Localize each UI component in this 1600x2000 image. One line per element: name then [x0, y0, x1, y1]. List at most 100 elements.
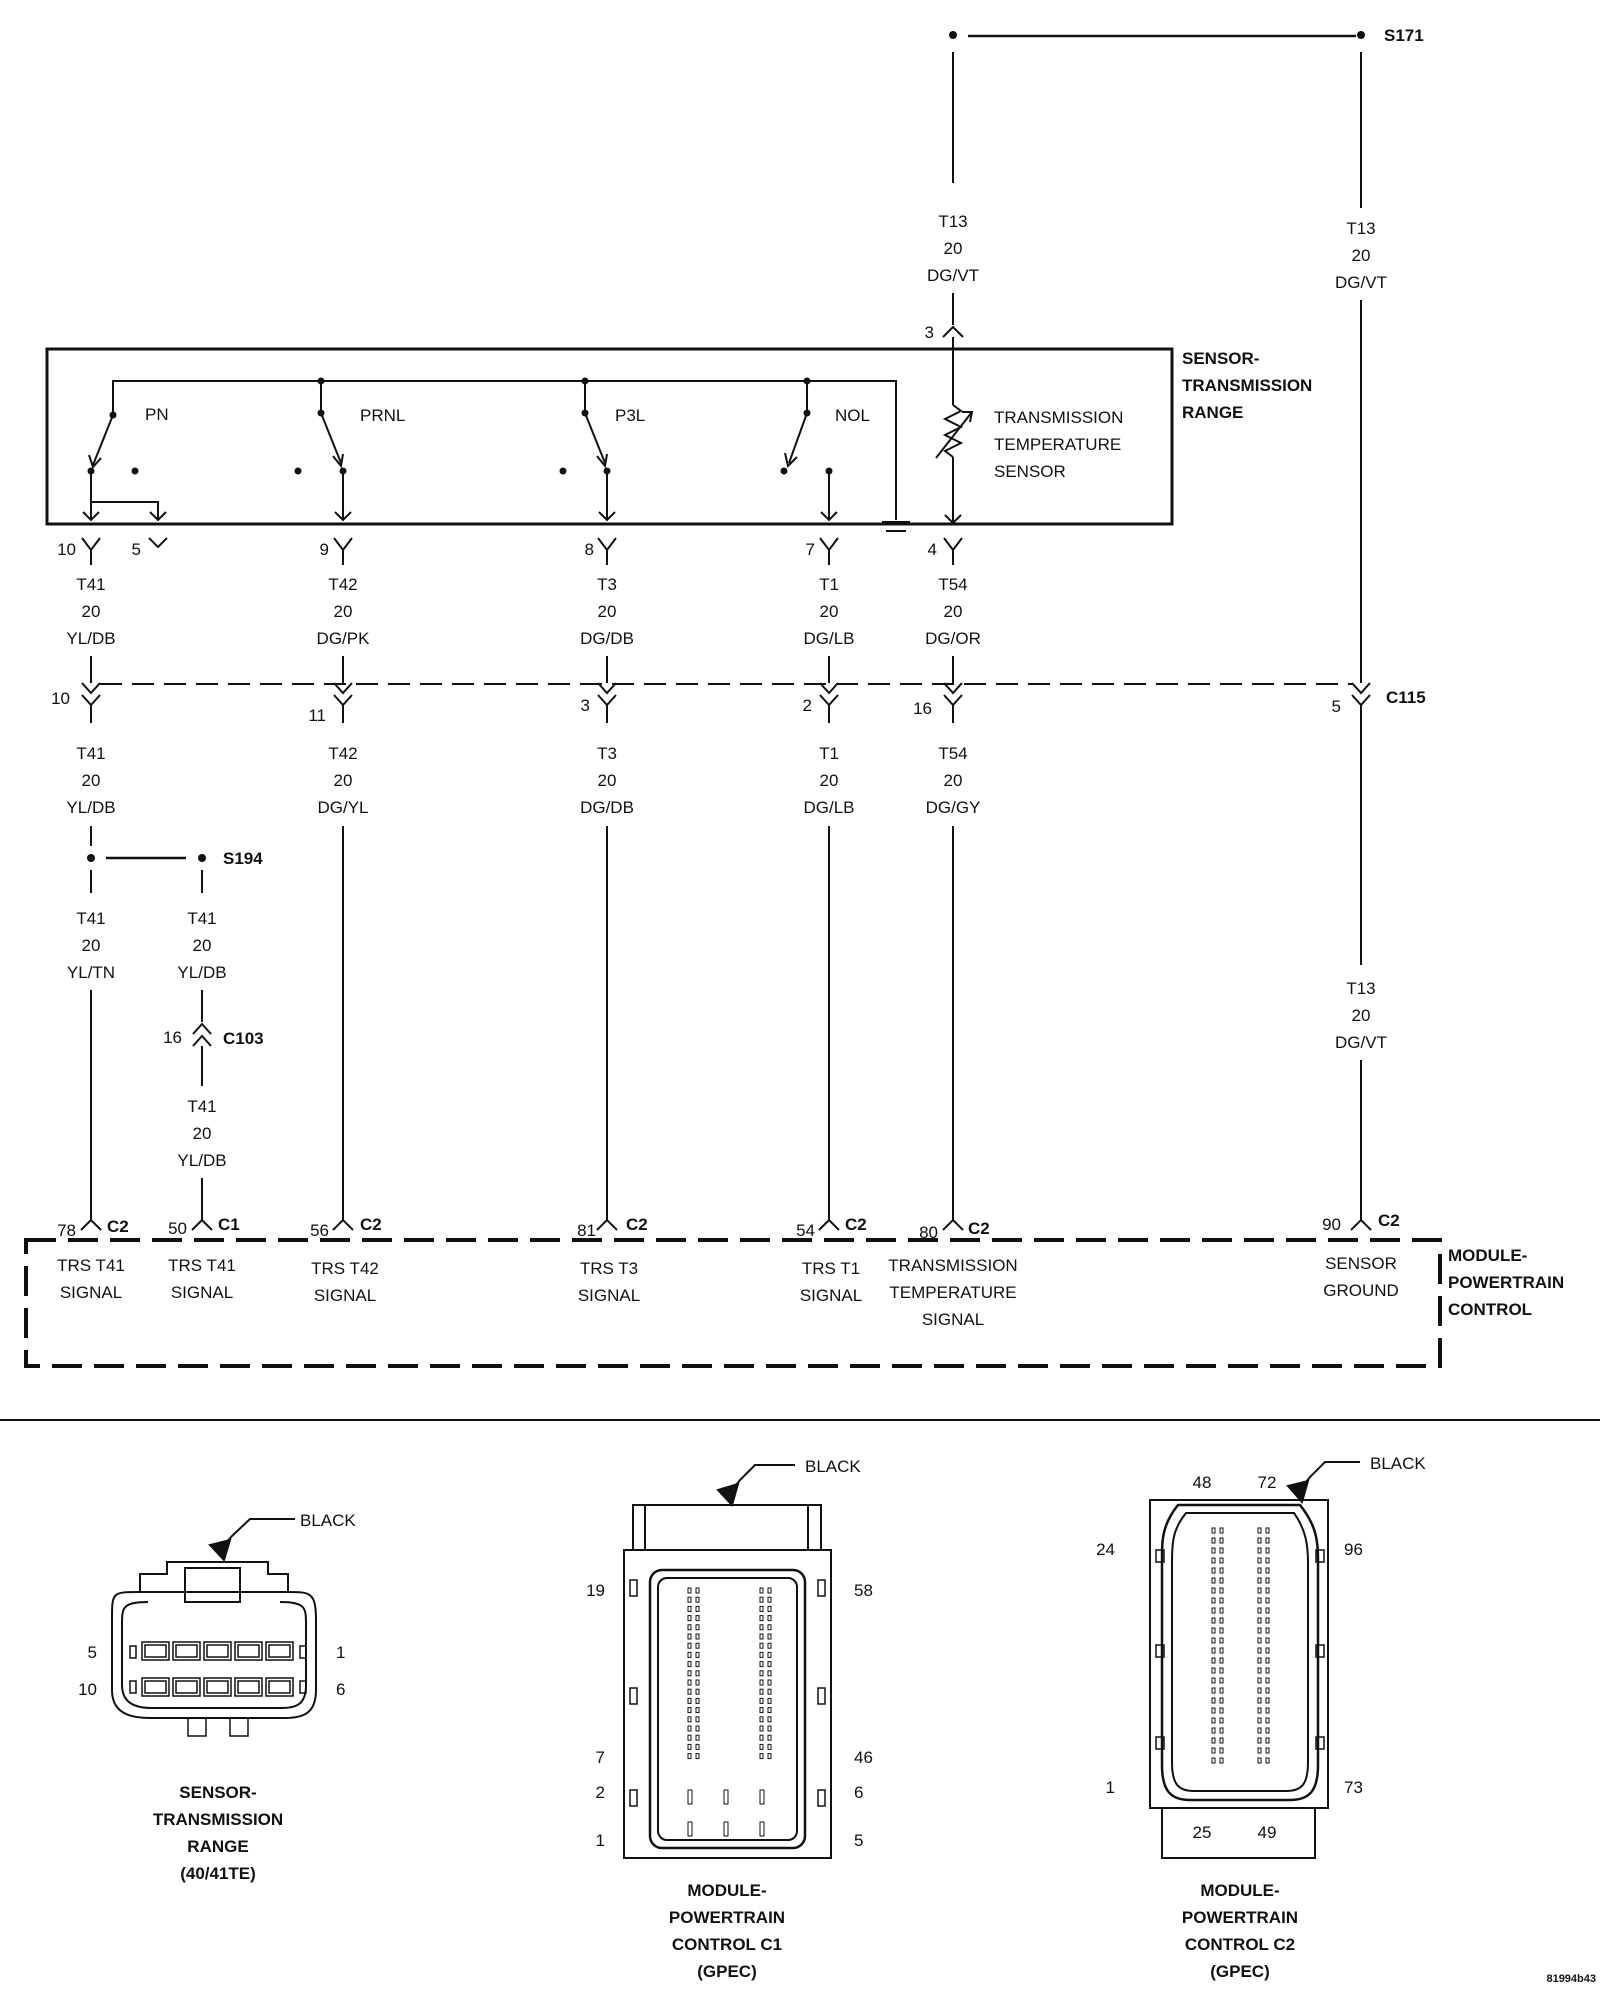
- pin-cavity: [1211, 1557, 1216, 1564]
- pin-cavity: [695, 1716, 700, 1723]
- pin-cavity: [1257, 1557, 1262, 1564]
- svg-text:20: 20: [193, 936, 212, 955]
- module-powertrain-control: 78 C2 50 C1 56 C2 81 C2 54 C2 80 C2 TRS …: [24, 1215, 1564, 1368]
- svg-text:TRS T1: TRS T1: [802, 1259, 860, 1278]
- pin-cavity: [1219, 1617, 1224, 1624]
- svg-text:GROUND: GROUND: [1323, 1281, 1399, 1300]
- svg-text:72: 72: [1258, 1473, 1277, 1492]
- pin-cavity: [1211, 1637, 1216, 1644]
- pin-cavity: [687, 1615, 692, 1622]
- pin-cavity: [695, 1725, 700, 1732]
- svg-text:TEMPERATURE: TEMPERATURE: [994, 435, 1121, 454]
- pin-cavity: [1219, 1727, 1224, 1734]
- svg-text:T41: T41: [76, 744, 105, 763]
- splice-s194: S194 T41 20 YL/TN T41 20 YL/DB: [67, 849, 263, 1220]
- pin-cavity: [1211, 1707, 1216, 1714]
- pin-cavity: [759, 1688, 764, 1695]
- pin-cavity: [1211, 1737, 1216, 1744]
- pin-cavity: [687, 1605, 692, 1612]
- pin-cavity: [687, 1789, 693, 1805]
- svg-text:78: 78: [57, 1221, 76, 1240]
- svg-text:20: 20: [82, 771, 101, 790]
- svg-text:20: 20: [598, 602, 617, 621]
- svg-text:S194: S194: [223, 849, 263, 868]
- pin-cavity: [767, 1734, 772, 1741]
- svg-text:49: 49: [1258, 1823, 1277, 1842]
- svg-text:3: 3: [581, 696, 590, 715]
- pin-cavity: [1257, 1757, 1262, 1764]
- pin-cavity: [759, 1697, 764, 1704]
- pin-cavity: [1257, 1637, 1262, 1644]
- pin-cavity: [759, 1789, 765, 1805]
- sensor-pins: 10 5 9 8 7 4: [57, 537, 963, 565]
- pin-cavity: [759, 1651, 764, 1658]
- svg-text:20: 20: [82, 602, 101, 621]
- pin-cavity: [759, 1633, 764, 1640]
- svg-text:46: 46: [854, 1748, 873, 1767]
- svg-text:C2: C2: [1378, 1211, 1400, 1230]
- pin-cavity: [687, 1587, 692, 1594]
- svg-text:C103: C103: [223, 1029, 264, 1048]
- svg-text:T3: T3: [597, 575, 617, 594]
- svg-text:T54: T54: [938, 575, 967, 594]
- pin-cavity: [1211, 1727, 1216, 1734]
- svg-text:20: 20: [820, 771, 839, 790]
- pin-cavity: [687, 1821, 693, 1837]
- pin-cavity: [1257, 1547, 1262, 1554]
- pin-cavity: [687, 1661, 692, 1668]
- pin-cavity: [1211, 1527, 1216, 1534]
- pin-cavity: [1265, 1557, 1270, 1564]
- figure-id: 81994b43: [1546, 1973, 1596, 1985]
- pin-cavity: [687, 1642, 692, 1649]
- svg-text:DG/DB: DG/DB: [580, 629, 634, 648]
- svg-text:80: 80: [919, 1223, 938, 1242]
- svg-text:10: 10: [78, 1680, 97, 1699]
- pin-cavity: [1219, 1737, 1224, 1744]
- svg-text:2: 2: [803, 696, 812, 715]
- svg-text:SENSOR: SENSOR: [994, 462, 1066, 481]
- pin-cavity: [695, 1743, 700, 1750]
- svg-text:CONTROL C1: CONTROL C1: [672, 1935, 782, 1954]
- lower-wire-labels: T41 20 YL/DB T42 20 DG/YL T3 20 DG/DB T1…: [66, 744, 980, 817]
- pin-cavity: [723, 1821, 729, 1837]
- svg-text:DG/VT: DG/VT: [1335, 1033, 1387, 1052]
- wire-t13-left: T13 20 DG/VT 3: [925, 52, 979, 525]
- pin-cavity: [1265, 1627, 1270, 1634]
- pin-cavity: [1257, 1527, 1262, 1534]
- pin-cavity: [1219, 1657, 1224, 1664]
- pin-cavity: [695, 1596, 700, 1603]
- svg-text:TRS T41: TRS T41: [168, 1256, 236, 1275]
- svg-text:9: 9: [320, 540, 329, 559]
- pin-cavity: [1265, 1667, 1270, 1674]
- pin-cavity: [1257, 1727, 1262, 1734]
- pin-cavity: [687, 1697, 692, 1704]
- svg-text:DG/DB: DG/DB: [580, 798, 634, 817]
- svg-text:56: 56: [310, 1221, 329, 1240]
- svg-text:POWERTRAIN: POWERTRAIN: [1448, 1273, 1564, 1292]
- svg-text:20: 20: [944, 771, 963, 790]
- svg-text:54: 54: [796, 1221, 815, 1240]
- pin-cavity: [1257, 1687, 1262, 1694]
- pin-cavity: [1265, 1677, 1270, 1684]
- pin-cavity: [1265, 1697, 1270, 1704]
- pin-cavity: [1265, 1537, 1270, 1544]
- pin-cavity: [1211, 1667, 1216, 1674]
- pin-cavity: [759, 1615, 764, 1622]
- svg-text:C2: C2: [360, 1215, 382, 1234]
- pin-cavity: [695, 1661, 700, 1668]
- svg-text:4: 4: [928, 540, 937, 559]
- svg-text:POWERTRAIN: POWERTRAIN: [669, 1908, 785, 1927]
- svg-text:TRS T41: TRS T41: [57, 1256, 125, 1275]
- pin-cavity: [695, 1587, 700, 1594]
- pin-cavity: [1265, 1687, 1270, 1694]
- pin-cavity: [695, 1642, 700, 1649]
- svg-text:MODULE-: MODULE-: [1200, 1881, 1279, 1900]
- splice-s171: S171: [949, 26, 1424, 45]
- svg-text:T1: T1: [819, 575, 839, 594]
- pin-cavity: [1219, 1577, 1224, 1584]
- pin-cavity: [759, 1624, 764, 1631]
- pin-cavity: [759, 1707, 764, 1714]
- pin-cavity: [759, 1670, 764, 1677]
- pin-cavity: [687, 1725, 692, 1732]
- svg-text:1: 1: [1106, 1778, 1115, 1797]
